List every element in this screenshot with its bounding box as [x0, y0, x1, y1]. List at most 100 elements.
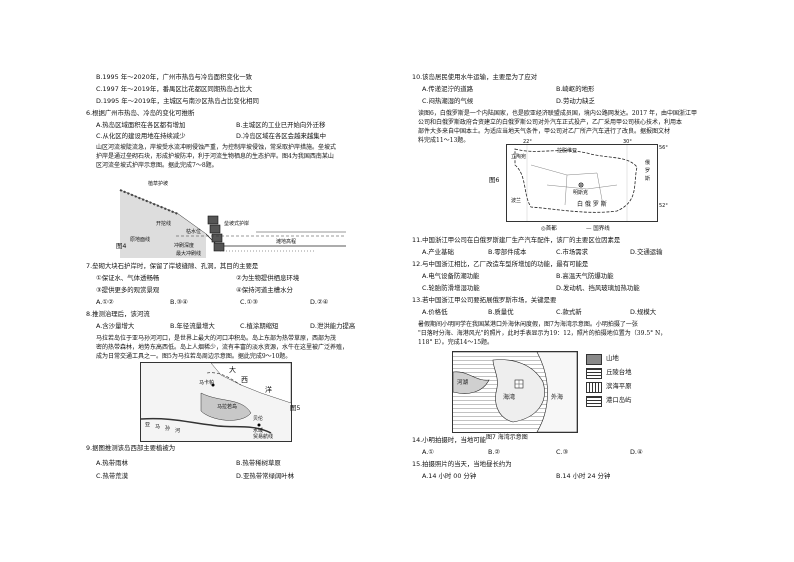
q9-option-b: B.热带稀树草原 — [236, 459, 281, 467]
q6-option-c: C.从化区的建设用地在持续减少 — [96, 132, 186, 140]
q14-option-b: B.② — [488, 448, 501, 456]
legend-label-mountain: 山地 — [606, 354, 619, 362]
fig4-label-grass: 植草护坡 — [148, 181, 169, 187]
q9-option-c: C.热带荒漠 — [96, 472, 129, 480]
fig5-label-amazon-1: 亚 — [145, 422, 151, 428]
q12-option-c: C.轮胎防滑增湿功能 — [422, 284, 480, 292]
fig5-label-macapa: 马卡帕 — [199, 380, 215, 386]
figure-5-marajo-map: 大 西 洋 马卡帕 马拉若岛 亚 马 孙 河 贝伦 水域 贸易航线 — [140, 362, 292, 442]
q9-stem: 9.据图推测该岛西部主要植被为 — [86, 444, 176, 452]
q11-option-d: D.交通运输 — [630, 248, 663, 256]
q8-option-c: C.植涂期缩短 — [240, 322, 279, 330]
q10-option-d: D.劳动力缺乏 — [556, 97, 595, 105]
q11-option-a: A.产业基础 — [422, 248, 454, 256]
q13-option-b: B.质量优 — [488, 308, 514, 316]
fig6-label-russia-1: 俄 — [645, 160, 651, 166]
q6-stem: 6.根据广州市热岛、冷岛的变化可推断 — [86, 109, 195, 117]
figure-7-svg — [452, 351, 578, 433]
q12-option-d: D.发动机、挡风玻璃加热功能 — [556, 284, 640, 292]
fig7-label-lake: 河湖 — [457, 380, 469, 386]
q8-stem: 8.推测治理后，该河流 — [86, 310, 150, 318]
q11-option-b: B.零部件成本 — [488, 248, 527, 256]
q13-option-c: C.款式新 — [556, 308, 582, 316]
q7-option-d: D.②④ — [310, 298, 329, 306]
q10-option-c: C.闷热潮湿的气候 — [422, 97, 474, 105]
passage3-line3: 部件大多来自中国本土。为适应当地天气条件，甲公司对乙厂所产汽车进行了改良。据报图… — [418, 128, 671, 135]
q12-stem: 12.与中国浙江相比，乙厂改造车型所增加的功能，最有可能是 — [412, 260, 589, 268]
q7-stem: 7.垒砌大块石护岸时，保留了岸坡缝隙、孔洞，其目的主要是 — [86, 262, 259, 270]
q7-option-b: B.③④ — [170, 298, 188, 306]
fig6-label-poland: 波兰 — [511, 198, 522, 204]
q15-stem: 15.拍摄照片的当天，当地昼长约为 — [412, 460, 512, 468]
q6-option-d: D.冷岛区域在各区会越来越集中 — [236, 132, 327, 140]
q7-item-1: ①保证水、气体透畅畅 — [96, 274, 160, 282]
fig6-caption: 图6 — [489, 176, 500, 184]
figure-4-svg — [119, 189, 346, 258]
fig7-label-bay: 海湾 — [503, 394, 516, 401]
passage1-line3: 区河流垒坡式护岸示意图。据此完成7～8题。 — [96, 162, 218, 169]
fig5-label-ocean-1: 大 — [229, 366, 236, 374]
q11-option-c: C.市场需求 — [556, 248, 589, 256]
fig7-caption: 图7 海湾示意图 — [486, 434, 528, 441]
fig6-label-lat52: 52° — [659, 203, 668, 209]
q10-option-b: B.崎岖的地形 — [556, 85, 595, 93]
legend-label-hills: 丘陵台地 — [606, 368, 632, 376]
q8-option-a: A.含沙量增大 — [96, 322, 135, 330]
figure-4-riverbank-diagram: 植草护坡 开挖线 原地面线 冲刷深度 枯水位 滩地高程 垒坡式护岸 最大冲刷线 … — [116, 176, 356, 258]
fig5-label-ocean-3: 洋 — [265, 386, 272, 394]
q7-item-4: ④保持河道主槽水分 — [236, 286, 293, 294]
fig7-label-sea: 外海 — [551, 394, 564, 401]
q15-option-b: B.14 小时 24 分钟 — [556, 472, 611, 480]
fig6-label-belarus: 白 俄 罗 斯 — [577, 201, 607, 208]
passage3-line4: 料完成11～13题。 — [418, 137, 470, 144]
fig6-legend-border: — 国界线 — [586, 226, 610, 232]
fig4-label-maxscour: 最大冲刷线 — [176, 251, 202, 257]
fig4-caption: 图4 — [116, 242, 127, 250]
figure-7-bay-map: 河湖 海湾 外海 — [452, 351, 578, 433]
passage1-line1: 山区河流坡陡流急，岸坡受水流冲刷侵蚀严重，为控制岸坡侵蚀，常采取护岸措施。垒坡式 — [96, 144, 337, 151]
fig5-label-amazon-3: 孙 — [165, 426, 171, 432]
q6-option-b: B.主城区的工业已开始向外迁移 — [236, 121, 326, 129]
q7-item-3: ③提供更多的观赏景观 — [96, 286, 160, 294]
fig5-label-ocean-2: 西 — [241, 376, 248, 384]
q14-option-a: A.① — [422, 448, 435, 456]
q15-option-a: A.14 小时 00 分钟 — [422, 472, 477, 480]
q5-option-d: D.1995 年～2019年，主城区与南沙区热岛占比变化相同 — [96, 97, 259, 105]
fig6-label-lon22: 22° — [523, 139, 532, 145]
fig4-label-excavation: 开挖线 — [156, 221, 172, 227]
q8-option-b: B.年径流量增大 — [170, 322, 215, 330]
q11-stem: 11.中国浙江甲公司在白俄罗斯建厂生产汽车配件，该厂的主要区位因素是 — [412, 236, 621, 244]
fig4-label-ground: 原地面线 — [130, 237, 151, 243]
q9-option-a: A.热带雨林 — [96, 459, 128, 467]
legend-label-port: 港口岛屿 — [606, 396, 632, 404]
q10-stem: 10.该岛居民使用水牛运输，主要是为了应对 — [412, 73, 538, 81]
fig5-label-marajo: 马拉若岛 — [217, 404, 238, 410]
fig6-label-lithuania: 立陶宛 — [511, 154, 527, 160]
fig6-label-lat56: 56° — [659, 145, 668, 151]
q7-item-2: ②为生物提供栖息环境 — [236, 274, 300, 282]
passage3-line1: 读图6，白俄罗斯是一个内陆国家，也是欧亚经济联盟成员国，境内公路网发达。2017… — [418, 110, 697, 117]
fig6-label-minsk: 明斯克 — [573, 190, 589, 196]
q13-option-a: A.价格低 — [422, 308, 448, 316]
q14-option-d: D.④ — [630, 448, 643, 456]
q8-option-d: D.泄洪能力提高 — [310, 322, 356, 330]
q14-stem: 14.小明拍摄时，当地可能 — [412, 436, 487, 444]
passage4-line3: 118° E）。完成14～15题。 — [418, 339, 494, 346]
passage2-line1: 马拉若岛位于亚马孙河河口，是世界上最大的河口冲积岛。岛上东部为热带草原，西部为茂 — [96, 335, 337, 342]
passage4-line1: 暑假期间小明同学在我国某港口外海休闲度假，图7为海湾示意图。小明拍摄了一张 — [418, 321, 638, 328]
fig5-legend-route: 贸易航线 — [253, 434, 274, 440]
fig5-legend-water: 水域 — [253, 428, 264, 434]
q14-option-c: C.③ — [556, 448, 569, 456]
fig5-label-amazon-2: 马 — [155, 424, 161, 430]
fig6-legend-capital: ◎首都 — [541, 226, 557, 232]
q10-option-a: A.传递泥泞的道路 — [422, 85, 474, 93]
fig6-label-russia-3: 斯 — [645, 176, 651, 182]
q7-option-c: C.①③ — [240, 298, 258, 306]
q13-stem: 13.若中国浙江甲公司要拓展俄罗斯市场，关键是要 — [412, 296, 557, 304]
q7-option-a: A.①② — [96, 298, 114, 306]
passage3-line2: 公司和白俄罗斯政府合资建立的白俄罗斯公司对外汽车正式投产，乙厂采用甲公司核心技术… — [418, 119, 683, 126]
fig4-label-beach: 滩地高程 — [276, 239, 297, 245]
legend-label-plain: 滨海平原 — [606, 382, 632, 390]
fig5-label-amazon-4: 河 — [175, 428, 181, 434]
figure-6-svg — [514, 145, 638, 221]
